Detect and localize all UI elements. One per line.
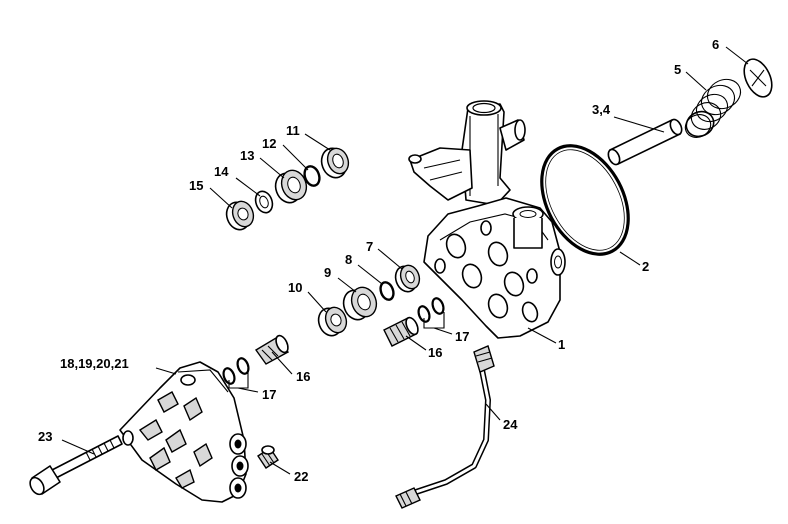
part-valve-16-middle <box>383 316 419 347</box>
part-bushing-9 <box>342 286 378 321</box>
part-seal-11 <box>320 147 350 179</box>
callout-2: 2 <box>642 259 649 274</box>
part-plug <box>257 445 279 469</box>
part-washer-14 <box>254 190 274 214</box>
callout-16-middle: 16 <box>428 345 442 360</box>
part-o-ring-8 <box>379 281 395 301</box>
callout-14: 14 <box>214 164 229 179</box>
part-bypass-tube <box>395 345 495 509</box>
callout-15: 15 <box>189 178 203 193</box>
part-seal-15 <box>225 200 255 231</box>
callout-17-lower: 17 <box>262 387 276 402</box>
part-o-ring-large <box>540 144 630 256</box>
callout-24: 24 <box>503 417 518 432</box>
callout-7: 7 <box>366 239 373 254</box>
part-bushing-13 <box>274 169 308 204</box>
part-plunger-rod <box>607 118 683 166</box>
callout-3-4: 3,4 <box>592 102 611 117</box>
callout-10: 10 <box>288 280 302 295</box>
callout-17-middle: 17 <box>455 329 469 344</box>
callout-16-lower: 16 <box>296 369 310 384</box>
callout-12: 12 <box>262 136 276 151</box>
callout-8: 8 <box>345 252 352 267</box>
callout-22: 22 <box>294 469 308 484</box>
part-valve-16-lower <box>254 334 290 365</box>
part-o-rings-17-lower <box>222 357 250 385</box>
leader-lines <box>61 46 749 475</box>
part-end-cover <box>119 361 249 503</box>
part-seal-7 <box>394 264 421 293</box>
part-bolt <box>29 435 123 496</box>
callout-1: 1 <box>558 337 565 352</box>
part-retainer-disc <box>743 58 773 98</box>
callout-11: 11 <box>286 123 300 138</box>
callout-labels: 1 2 3,4 5 6 7 8 9 10 11 12 13 14 15 16 1… <box>38 37 719 484</box>
callout-23: 23 <box>38 429 52 444</box>
callout-13: 13 <box>240 148 254 163</box>
part-seal-10 <box>317 306 348 337</box>
part-o-ring-12 <box>303 165 321 187</box>
callout-18-21: 18,19,20,21 <box>60 356 129 371</box>
part-pump-manifold <box>408 100 566 339</box>
part-o-rings-17-middle <box>417 297 445 323</box>
callout-6: 6 <box>712 37 719 52</box>
part-spring <box>684 78 742 138</box>
callout-5: 5 <box>674 62 681 77</box>
callout-9: 9 <box>324 265 331 280</box>
